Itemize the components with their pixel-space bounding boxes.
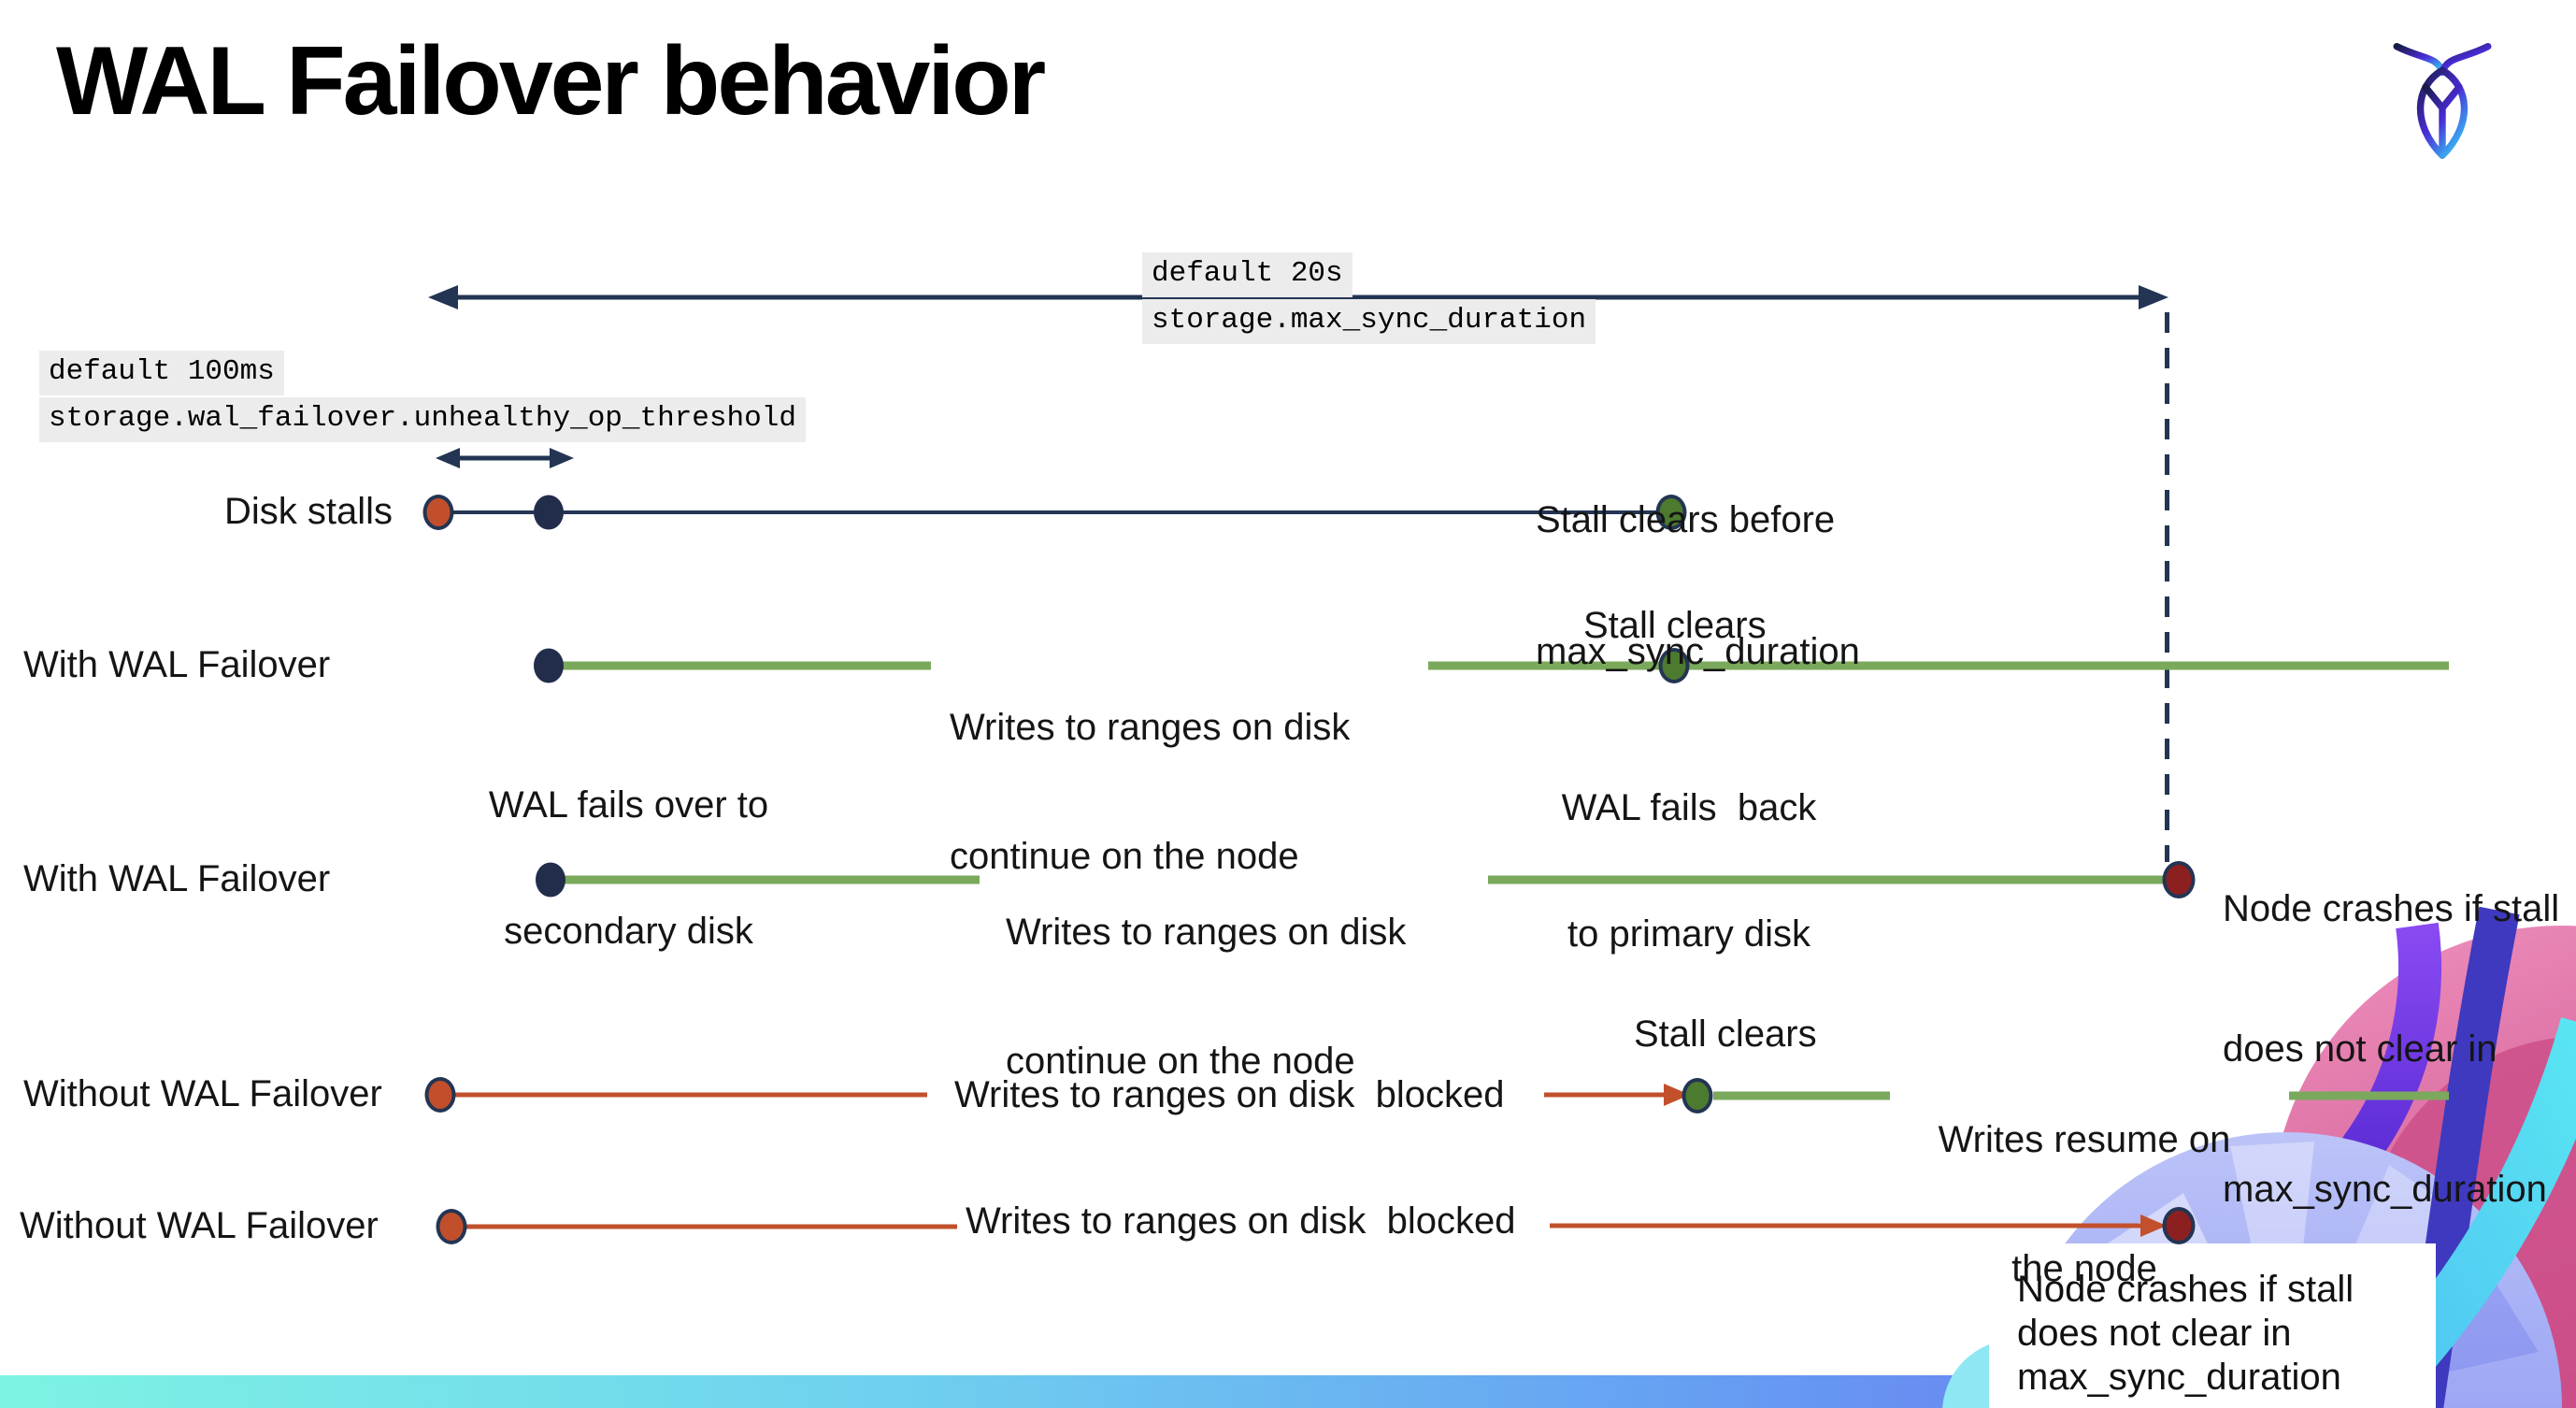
row-label-without-wal-failover: Without WAL Failover (23, 1073, 382, 1114)
writes-continue-annotation: Writes to ranges on disk continue on the… (950, 620, 1350, 964)
max-sync-duration-label: default 20s storage.max_sync_duration (1142, 252, 1596, 346)
annotation-line: continue on the node (950, 836, 1299, 877)
annotation-line: Node crashes if stall (2017, 1269, 2354, 1310)
writes-continue-line (561, 661, 931, 670)
setting-default-value: default 20s (1142, 252, 1352, 297)
annotation-line: max_sync_duration (2223, 1169, 2547, 1210)
node-crash-dot (2162, 1207, 2196, 1244)
annotation-line: secondary disk (504, 911, 753, 952)
setting-name: storage.wal_failover.unhealthy_op_thresh… (39, 397, 806, 442)
arrowhead-left-icon (428, 285, 458, 309)
annotation-line: WAL fails over to (488, 784, 769, 826)
arrowhead-right-icon (2139, 285, 2168, 309)
annotation-line: Writes to ranges on disk (950, 707, 1351, 748)
annotation-line: to primary disk (1567, 913, 1811, 955)
row-label-with-wal-failover: With WAL Failover (23, 858, 331, 899)
stall-clears-dot (1682, 1078, 1713, 1113)
stall-start-dot (436, 1209, 467, 1244)
writes-blocked-annotation: Writes to ranges on disk blocked (966, 1200, 1516, 1242)
row-label-without-wal-failover: Without WAL Failover (20, 1205, 379, 1246)
wal-fails-over-annotation: WAL fails over to secondary disk (472, 700, 785, 1037)
disk-stall-timeline (438, 510, 1671, 514)
stall-clears-dot (1658, 648, 1690, 683)
annotation-line: Writes to ranges on disk (1006, 912, 1407, 953)
node-crashes-callout-box: Node crashes if stall does not clear in … (1989, 1243, 2436, 1408)
threshold-dot (534, 495, 564, 530)
writes-blocked-line (1550, 1223, 2152, 1228)
writes-blocked-annotation: Writes to ranges on disk blocked (954, 1074, 1505, 1115)
setting-name: storage.max_sync_duration (1142, 299, 1596, 344)
annotation-line: does not clear in (2223, 1028, 2497, 1070)
writes-blocked-line (1544, 1092, 1675, 1098)
writes-blocked-line (465, 1224, 957, 1229)
annotation-line: the node (2011, 1248, 2157, 1289)
max-sync-duration-dashed-line (2165, 312, 2169, 862)
writes-resume-line (1713, 1091, 1890, 1100)
writes-resume-line (2289, 1091, 2449, 1100)
writes-continue-annotation: Writes to ranges on disk continue on the… (1006, 825, 1406, 1169)
node-crash-dot (2162, 861, 2196, 898)
stall-clears-dot (1655, 495, 1687, 530)
node-crashes-annotation: Node crashes if stall does not clear in … (2223, 792, 2576, 1306)
writes-continue-line (1428, 661, 2449, 670)
arrowhead-right-icon (2140, 1214, 2167, 1237)
stall-clears-annotation: Stall clears (1634, 1013, 1817, 1055)
stall-start-dot (424, 1077, 456, 1113)
writes-continue-line (1488, 875, 2163, 884)
annotation-line: WAL fails back (1561, 787, 1817, 828)
writes-resume-annotation: Writes resume on the node (1927, 1032, 2241, 1376)
failover-dot (536, 862, 565, 898)
writes-blocked-line (454, 1092, 927, 1098)
annotation-line: does not clear in (2017, 1313, 2292, 1354)
annotation-line: max_sync_duration (1536, 631, 1860, 672)
setting-default-value: default 100ms (39, 351, 284, 395)
writes-continue-line (563, 875, 980, 884)
stall-clears-annotation: Stall clears (1583, 605, 1767, 646)
row-label-with-wal-failover: With WAL Failover (23, 644, 331, 685)
arrowhead-left-icon (436, 448, 460, 468)
stall-clears-before-annotation: Stall clears before max_sync_duration (1536, 410, 1860, 762)
arrowhead-right-icon (550, 448, 574, 468)
cockroachdb-logo-icon (2393, 42, 2492, 160)
annotation-line: Writes resume on (1938, 1119, 2231, 1160)
unhealthy-op-threshold-label: default 100ms storage.wal_failover.unhea… (39, 351, 806, 444)
node-crashes-annotation: Node crashes if stall does not clear in … (2017, 1268, 2354, 1400)
stall-start-dot (422, 495, 454, 530)
annotation-line: continue on the node (1006, 1041, 1355, 1082)
row-label-disk-stalls: Disk stalls (224, 491, 394, 532)
page-title: WAL Failover behavior (56, 27, 1046, 136)
max-sync-duration-arrow-line (439, 295, 2157, 300)
annotation-line: Node crashes if stall (2223, 888, 2560, 929)
annotation-line: max_sync_duration (2017, 1357, 2341, 1398)
wal-fails-back-annotation: WAL fails back to primary disk (1544, 703, 1834, 1040)
threshold-arrow-line (447, 455, 561, 461)
failover-dot (534, 648, 564, 683)
annotation-line: Stall clears before (1536, 499, 1836, 540)
